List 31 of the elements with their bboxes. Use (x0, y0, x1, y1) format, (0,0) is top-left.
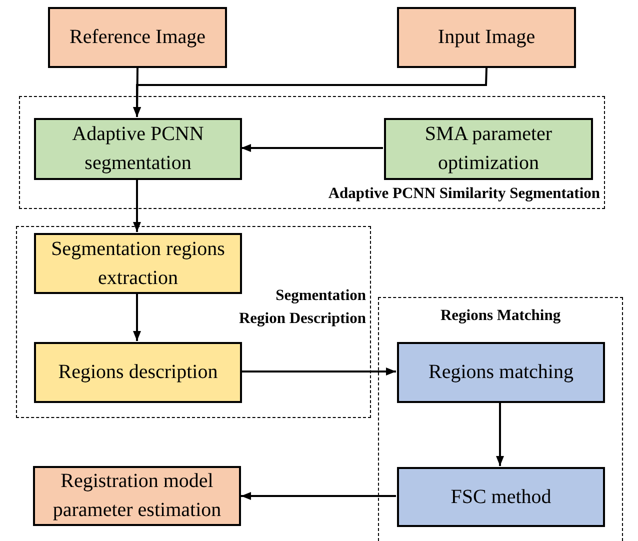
process-box (34, 118, 242, 180)
process-box (397, 7, 576, 68)
group-label: Regions Matching (439, 306, 562, 326)
process-box (397, 467, 605, 527)
process-box (397, 342, 605, 403)
arrow (496, 402, 504, 466)
process-box (34, 342, 242, 403)
box-text: Regions description (58, 360, 218, 385)
arrow (133, 179, 141, 232)
process-box (34, 233, 242, 294)
box-text: Adaptive PCNN segmentation (71, 122, 205, 176)
box-text: FSC method (450, 484, 552, 510)
box-text: Input Image (438, 25, 536, 50)
box-text: Registration model parameter estimation (52, 469, 222, 523)
process-box (384, 118, 593, 180)
process-box (33, 466, 241, 526)
dashed-group (16, 226, 371, 418)
dashed-group (378, 297, 623, 541)
arrow (241, 368, 396, 376)
group-label: Segmentation Region Description (238, 286, 366, 329)
dashed-group (19, 96, 605, 209)
box-text: Regions matching (428, 360, 574, 385)
process-box (48, 7, 227, 68)
arrow (241, 144, 383, 152)
box-text: Reference Image (69, 25, 206, 50)
box-text: Segmentation regions extraction (50, 236, 226, 290)
arrow (241, 492, 396, 500)
arrow (133, 293, 141, 341)
arrow (133, 68, 488, 117)
box-text: SMA parameter optimization (424, 122, 554, 176)
group-label: Adaptive PCNN Similarity Segmentation (328, 184, 600, 204)
